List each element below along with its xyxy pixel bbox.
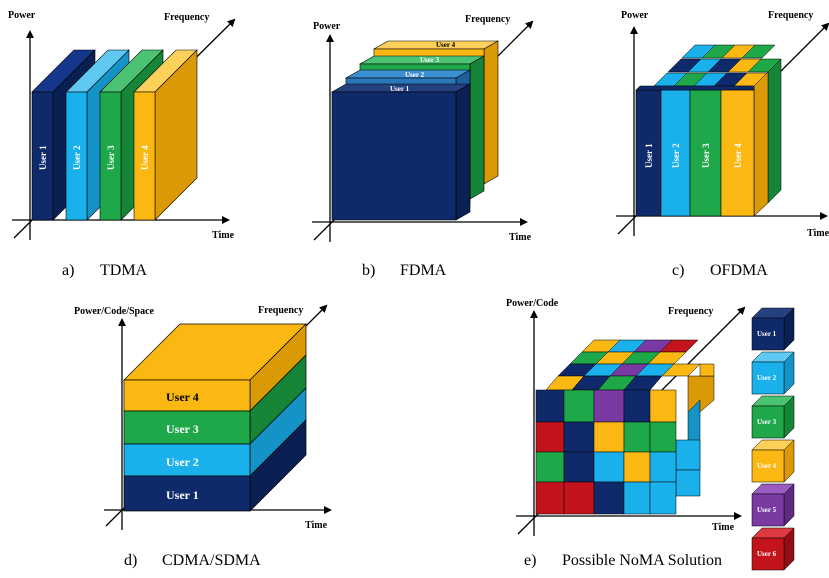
caption-ofdma-text: OFDMA (710, 262, 768, 279)
caption-tdma: a) TDMA (62, 262, 147, 280)
panel-tdma: Power Frequency Time User 1 User 2 (8, 10, 236, 241)
legend-user1-label: User 1 (757, 330, 777, 338)
noma-legend: User 1 User 2 User 3 User 4 (751, 307, 795, 571)
caption-ofdma: c) OFDMA (672, 262, 768, 280)
legend-user5-label: User 5 (757, 506, 777, 514)
fdma-user4-label: User 4 (436, 41, 456, 49)
legend-item-user1: User 1 (751, 307, 795, 351)
cdma-stack: User 4 User 3 User 2 User 1 (123, 323, 307, 512)
caption-tdma-text: TDMA (100, 262, 148, 279)
noma-cube-cluster (535, 339, 715, 515)
ofdma-power-label: Power (621, 10, 649, 21)
cdma-user2-label: User 2 (166, 455, 199, 469)
caption-fdma: b) FDMA (362, 262, 446, 280)
panel-ofdma: Power Frequency Time (616, 10, 829, 239)
caption-fdma-text: FDMA (400, 262, 447, 279)
legend-item-user2: User 2 (751, 351, 795, 395)
cdma-time-label: Time (305, 520, 328, 531)
legend-user3-label: User 3 (757, 418, 777, 426)
legend-user4-label: User 4 (757, 462, 777, 470)
cdma-user1-label: User 1 (166, 488, 199, 502)
tdma-user1-label: User 1 (38, 145, 48, 170)
noma-time-label: Time (712, 522, 735, 533)
panel-fdma: Power Frequency Time User 4 User 3 (312, 14, 534, 243)
cdma-user4-label: User 4 (166, 390, 199, 404)
cdma-frequency-label: Frequency (258, 305, 303, 316)
fdma-time-label: Time (509, 232, 532, 243)
fdma-frequency-label: Frequency (465, 14, 510, 25)
caption-fdma-letter: b) (362, 262, 376, 279)
tdma-slabs: User 1 User 2 User 3 User 4 (31, 49, 198, 221)
legend-user2-label: User 2 (757, 374, 777, 382)
legend-item-user4: User 4 (751, 439, 795, 483)
ofdma-grid: User 1 User 2 User 3 User 4 (635, 44, 782, 217)
ofdma-user3-label: User 3 (701, 143, 711, 168)
fdma-user1-label: User 1 (390, 85, 410, 93)
tdma-user2-label: User 2 (72, 145, 82, 170)
tdma-user3-label: User 3 (106, 145, 116, 170)
caption-cdma-sdma: d) CDMA/SDMA (124, 552, 261, 570)
caption-noma-letter: e) (524, 552, 537, 569)
fdma-slabs: User 4 User 3 User 2 User 1 (330, 40, 500, 221)
caption-tdma-letter: a) (62, 262, 75, 279)
tdma-frequency-label: Frequency (164, 12, 209, 23)
fdma-user2-label: User 2 (405, 71, 425, 79)
tdma-time-label: Time (212, 230, 235, 241)
ofdma-user2-label: User 2 (671, 143, 681, 168)
ofdma-frequency-label: Frequency (768, 10, 813, 21)
legend-item-user5: User 5 (751, 483, 795, 527)
ofdma-time-label: Time (807, 228, 829, 239)
fdma-user3-label: User 3 (420, 56, 440, 64)
legend-item-user6: User 6 (751, 527, 795, 571)
noma-frequency-label: Frequency (668, 306, 713, 317)
fdma-slab-user1: User 1 (330, 83, 472, 221)
panel-cdma-sdma: Power/Code/Space Frequency Time User 4 U… (74, 304, 332, 531)
cdma-user3-label: User 3 (166, 422, 199, 436)
caption-ofdma-letter: c) (672, 262, 685, 279)
ofdma-user1-label: User 1 (644, 143, 654, 168)
caption-cdma-letter: d) (124, 552, 138, 569)
cdma-power-label: Power/Code/Space (74, 306, 155, 317)
fdma-power-label: Power (313, 21, 341, 32)
panel-noma: Power/Code Frequency Time (506, 298, 795, 571)
caption-noma-text: Possible NoMA Solution (562, 552, 723, 569)
tdma-slab-user4: User 4 (133, 49, 198, 221)
caption-noma: e) Possible NoMA Solution (524, 552, 722, 570)
tdma-power-label: Power (8, 10, 36, 21)
tdma-user4-label: User 4 (140, 145, 150, 170)
noma-power-label: Power/Code (506, 298, 559, 309)
ofdma-user4-label: User 4 (733, 143, 743, 168)
legend-user6-label: User 6 (757, 550, 777, 558)
legend-item-user3: User 3 (751, 395, 795, 439)
caption-cdma-text: CDMA/SDMA (162, 552, 261, 569)
